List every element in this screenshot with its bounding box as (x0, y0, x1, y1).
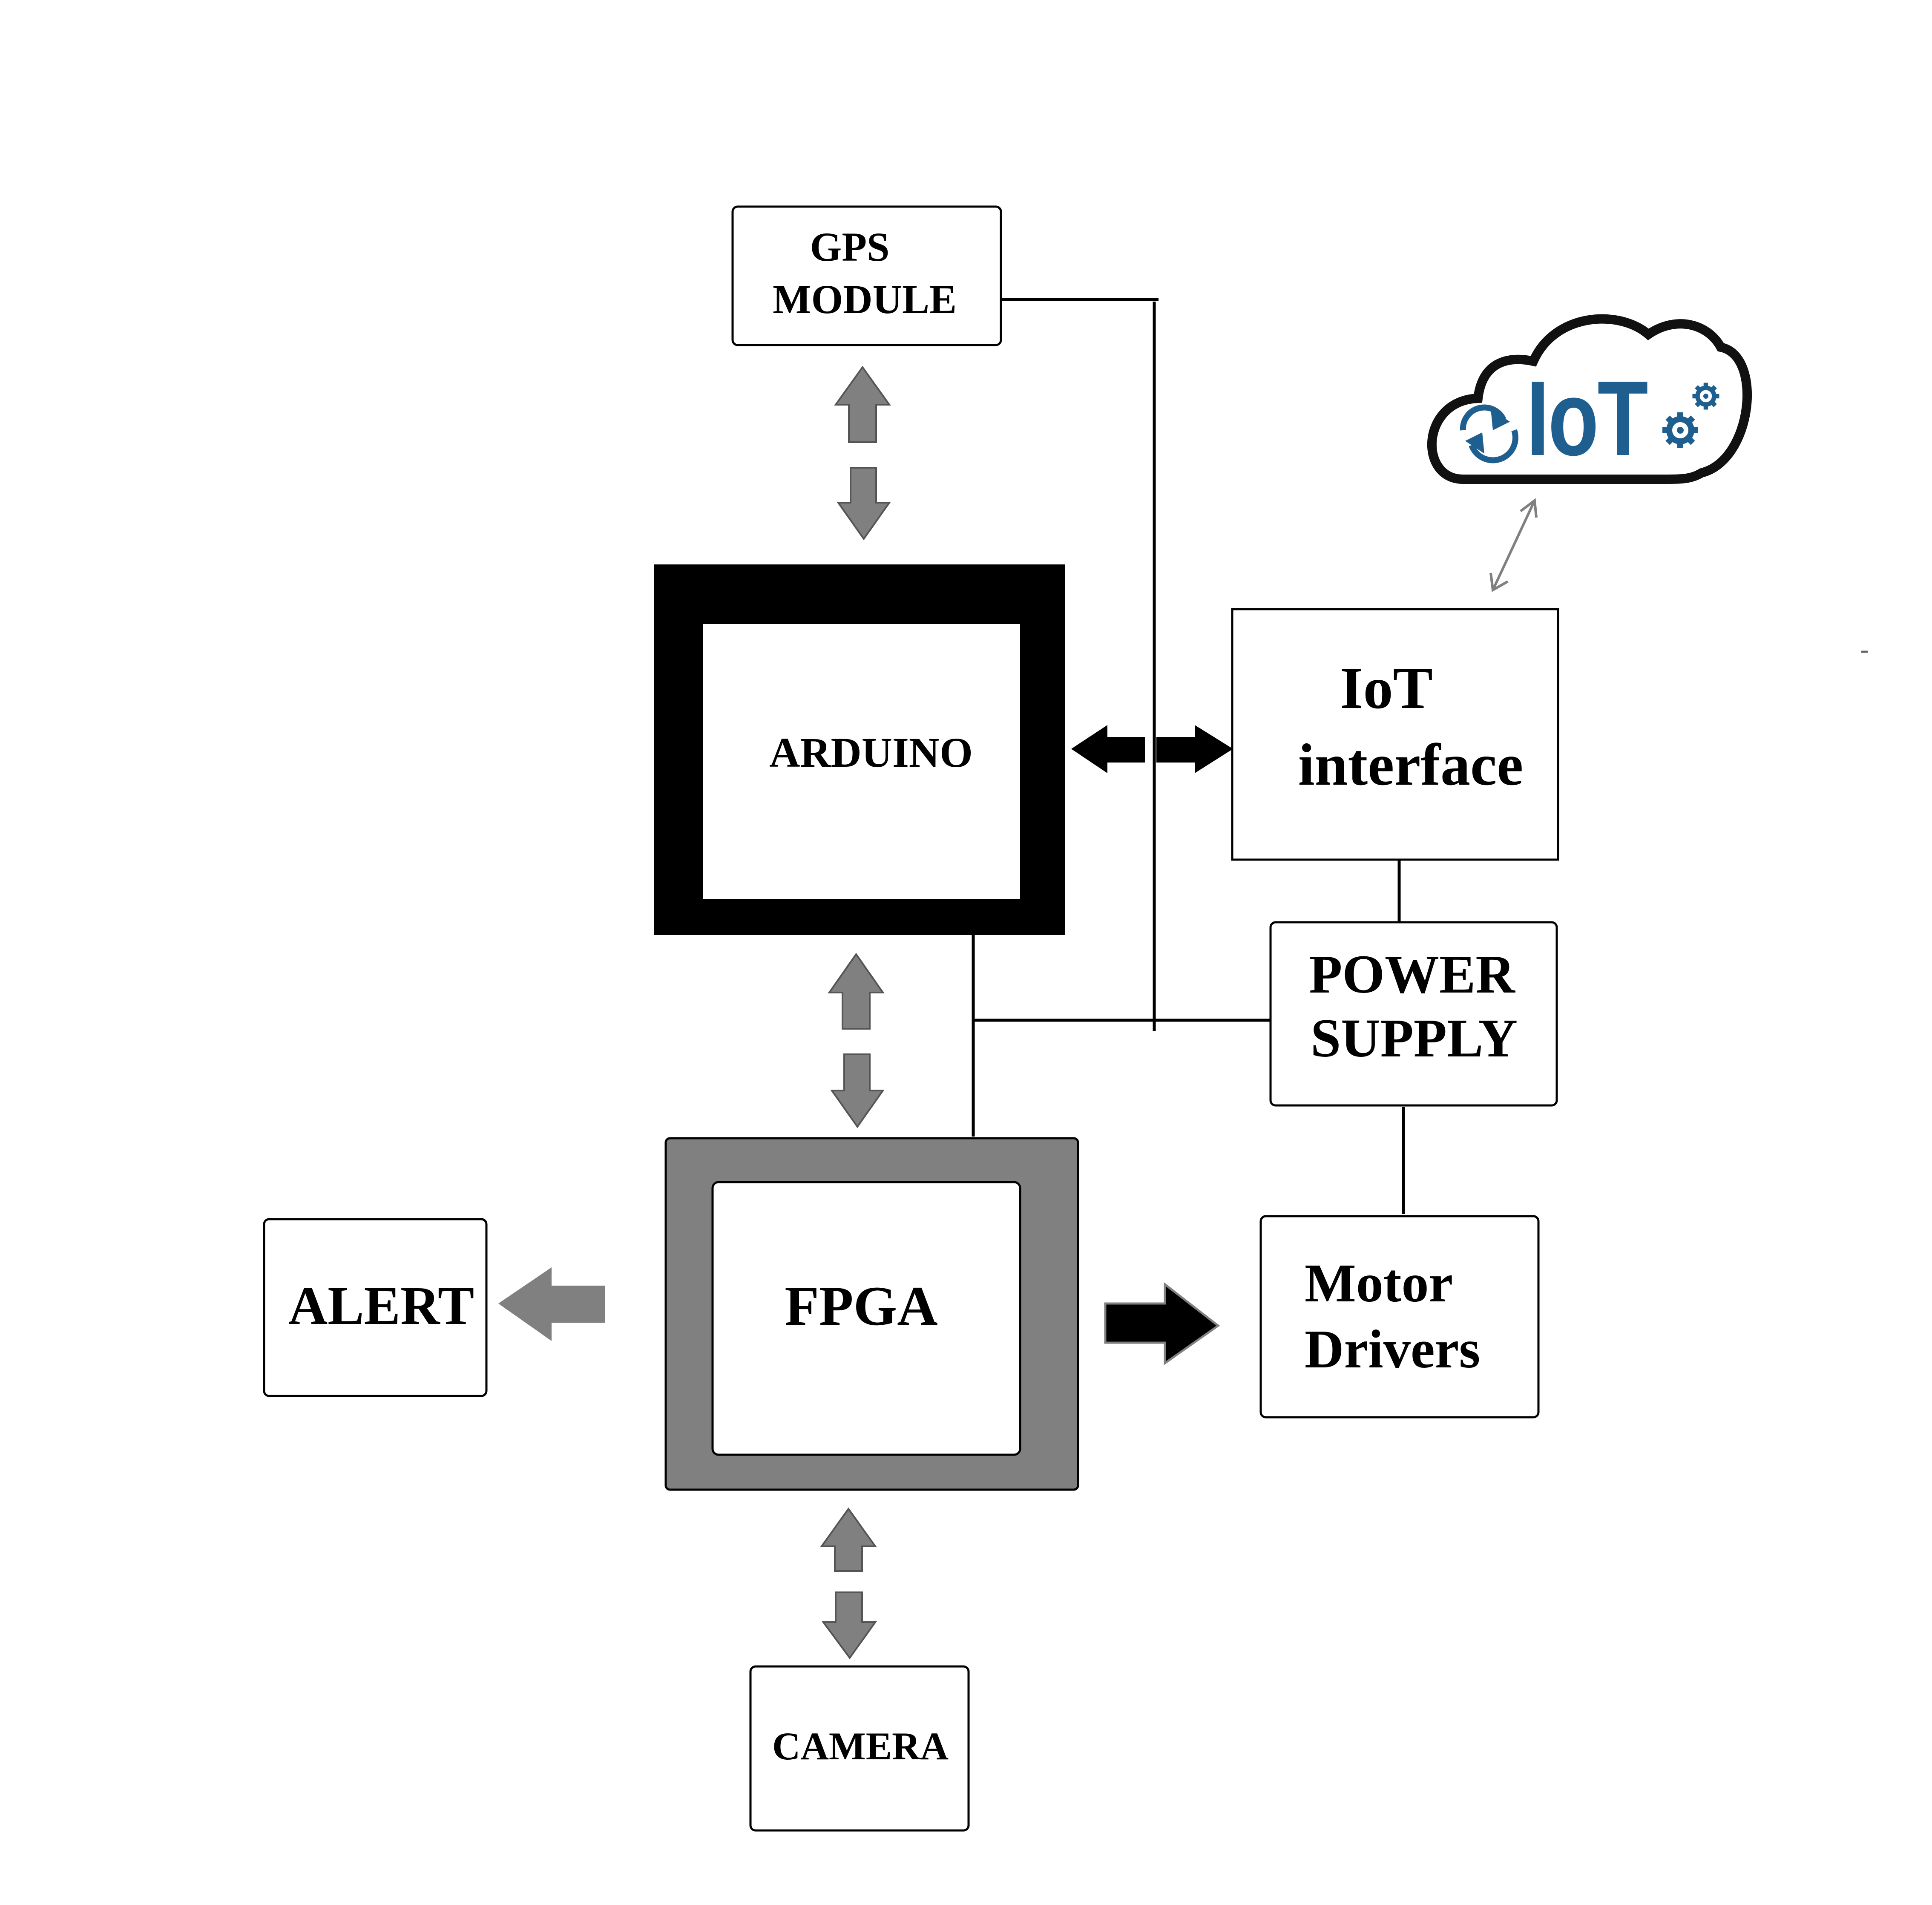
alert-arrow-icon (498, 1267, 605, 1341)
right-arrow-icon (1156, 725, 1233, 773)
motor-drivers-box (1259, 1215, 1540, 1419)
power-supply-box (1269, 921, 1558, 1107)
arduino-inner (703, 624, 1020, 899)
motor-drivers-label-line1: Motor (1305, 1253, 1453, 1313)
cloud-iot-text: IoT (1526, 359, 1647, 478)
arduino-fpga-arrows (828, 952, 885, 1128)
alert-label: ALERT (288, 1275, 474, 1336)
gear-large-icon (1662, 412, 1698, 448)
iot-interface-block: IoT interface (1231, 608, 1559, 861)
refresh-arrowhead-top (1491, 409, 1510, 430)
iot-interface-label-line2: interface (1298, 732, 1524, 798)
thin-arrowhead-top-icon (1520, 498, 1538, 518)
gps-arduino-arrows (834, 365, 891, 541)
cloud-interface-link (1489, 498, 1538, 592)
up-arrow-icon (828, 952, 885, 1030)
up-arrow-icon (834, 365, 891, 443)
arduino-block: ARDUINO (654, 564, 1065, 935)
power-supply-label-line1: POWER (1309, 944, 1515, 1004)
arduino-iot-arrows (1071, 725, 1233, 773)
motor-arrow-icon (1104, 1282, 1220, 1365)
camera-label: CAMERA (772, 1724, 949, 1768)
gps-module-block: GPS MODULE (731, 205, 1002, 346)
camera-box (749, 1665, 970, 1832)
down-arrow-icon (822, 1591, 877, 1660)
camera-block: CAMERA (749, 1665, 970, 1832)
motor-drivers-block: Motor Drivers (1259, 1215, 1540, 1419)
down-arrow-icon (830, 1053, 885, 1128)
iot-interface-box (1231, 608, 1559, 861)
refresh-arrow-top (1460, 404, 1506, 431)
refresh-arrow-bottom (1469, 429, 1518, 463)
fpga-block: FPGA (664, 1137, 1079, 1491)
alert-box (263, 1218, 488, 1397)
gps-module-label-line2: MODULE (773, 276, 957, 322)
gear-small-icon (1693, 383, 1719, 410)
alert-block: ALERT (263, 1218, 488, 1397)
refresh-arrowhead-bottom (1465, 432, 1484, 454)
fpga-inner (711, 1181, 1021, 1456)
power-supply-label-line2: SUPPLY (1311, 1008, 1518, 1068)
fpga-camera-arrows (820, 1507, 877, 1660)
fpga-label: FPGA (785, 1275, 937, 1337)
gps-module-box (731, 205, 1002, 346)
power-supply-block: POWER SUPPLY (1269, 921, 1558, 1107)
thin-arrowhead-bottom-icon (1489, 573, 1509, 592)
arduino-label: ARDUINO (769, 729, 973, 776)
motor-drivers-label-line2: Drivers (1305, 1319, 1480, 1379)
iot-interface-label-line1: IoT (1340, 655, 1433, 721)
iot-cloud-icon: IoT (1427, 314, 1752, 484)
connection-lines (972, 298, 1405, 1214)
down-arrow-icon (837, 467, 891, 541)
gps-module-label-line1: GPS (810, 224, 890, 270)
up-arrow-icon (820, 1507, 877, 1572)
left-arrow-icon (1071, 725, 1145, 773)
